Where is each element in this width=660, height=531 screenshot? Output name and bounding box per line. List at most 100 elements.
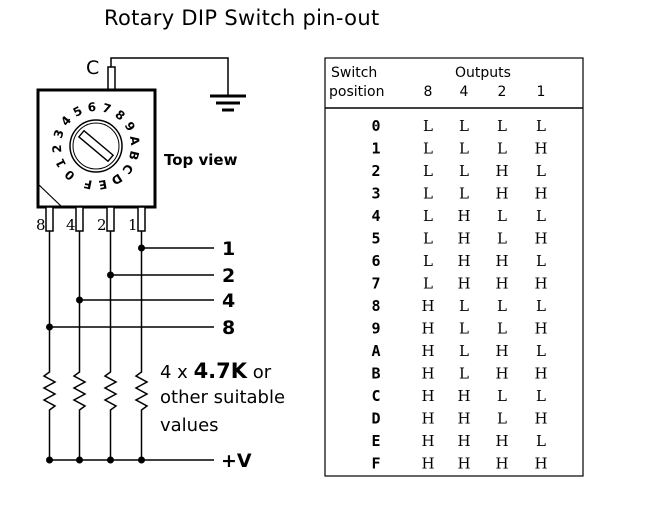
pin-label-1: 1	[128, 216, 138, 234]
table-border	[324, 57, 584, 477]
output-level-cell: L	[459, 365, 469, 383]
output-level-cell: H	[457, 207, 470, 225]
resistor-icon	[72, 368, 87, 414]
output-level-cell: H	[457, 455, 470, 473]
output-level-cell: H	[457, 275, 470, 293]
switch-corner-bevel	[37, 183, 63, 208]
top-view-label: Top view	[164, 151, 238, 169]
table-row: 3 L L H H	[371, 185, 547, 203]
output-level-cell: L	[459, 162, 469, 180]
switch-position-cell: 1	[371, 140, 380, 158]
output-level-cell: H	[457, 432, 470, 450]
switch-position-cell: 5	[371, 230, 380, 248]
dial-character: 3	[51, 128, 67, 140]
vertical-wires	[48, 231, 143, 460]
output-level-cell: L	[423, 140, 433, 158]
pin-label-2: 2	[97, 216, 107, 234]
ground-icon	[210, 94, 246, 112]
output-level-cell: H	[495, 365, 508, 383]
dial-character: E	[98, 177, 109, 192]
switch-position-cell: 3	[371, 185, 380, 203]
output-level-cell: H	[421, 455, 434, 473]
switch-position-cell: 9	[371, 320, 380, 338]
output-level-cell: H	[495, 185, 508, 203]
table-column-header: 2	[498, 84, 507, 100]
output-level-cell: L	[497, 207, 507, 225]
resistor-icon	[134, 368, 149, 414]
output-level-cell: H	[534, 230, 547, 248]
diagram-title: Rotary DIP Switch pin-out	[104, 6, 380, 30]
dial-character: 6	[87, 100, 97, 115]
output-level-cell: H	[457, 410, 470, 428]
table-column-header: 8	[424, 84, 433, 100]
output-level-cell: H	[495, 342, 508, 360]
dial-character: 7	[101, 101, 113, 117]
resistor-note-line2: other suitable	[160, 387, 285, 408]
pin-label-8: 8	[36, 216, 46, 234]
output-level-cell: L	[536, 342, 546, 360]
output-level-cell: L	[536, 207, 546, 225]
output-level-cell: L	[459, 117, 469, 135]
output-level-cell: H	[421, 365, 434, 383]
table-header-position: position	[329, 84, 384, 100]
common-pin	[107, 66, 116, 91]
output-level-cell: L	[459, 320, 469, 338]
output-level-cell: H	[457, 230, 470, 248]
output-level-cell: H	[534, 140, 547, 158]
output-level-cell: H	[534, 185, 547, 203]
output-level-cell: H	[495, 275, 508, 293]
rotary-dial	[69, 119, 123, 173]
output-level-cell: L	[536, 297, 546, 315]
output-level-cell: H	[495, 252, 508, 270]
output-level-cell: H	[534, 455, 547, 473]
switch-position-cell: 4	[371, 207, 380, 225]
output-label-1: 1	[222, 238, 235, 260]
output-level-cell: H	[534, 320, 547, 338]
output-level-cell: L	[497, 297, 507, 315]
output-level-cell: L	[459, 185, 469, 203]
output-label-2: 2	[222, 265, 235, 287]
switch-position-cell: D	[371, 410, 380, 428]
junction-dots	[46, 244, 145, 464]
output-level-cell: L	[459, 140, 469, 158]
output-level-cell: L	[423, 185, 433, 203]
output-level-cell: L	[497, 320, 507, 338]
supply-label: +V	[221, 450, 252, 472]
table-column-header: 4	[460, 84, 469, 100]
common-pin-label: C	[86, 57, 99, 79]
dial-character: A	[127, 135, 142, 147]
output-level-cell: H	[534, 365, 547, 383]
switch-position-cell: C	[371, 387, 380, 405]
output-level-cell: L	[423, 275, 433, 293]
output-level-cell: L	[536, 432, 546, 450]
output-level-cell: H	[421, 387, 434, 405]
output-level-cell: H	[495, 162, 508, 180]
resistor-note-line1: 4 x 4.7K or	[160, 359, 272, 383]
table-header-switch: Switch	[331, 65, 377, 81]
switch-position-cell: 8	[371, 297, 380, 315]
dial-character: 2	[50, 144, 65, 153]
output-level-cell: H	[421, 432, 434, 450]
output-level-cell: L	[423, 207, 433, 225]
switch-position-cell: 6	[371, 252, 380, 270]
table-row: 4 L H L L	[371, 207, 546, 225]
resistor-icon	[103, 368, 118, 414]
resistors	[42, 368, 149, 414]
switch-position-cell: 0	[371, 117, 380, 135]
output-level-cell: H	[534, 275, 547, 293]
output-level-cell: L	[536, 162, 546, 180]
output-level-cell: H	[421, 410, 434, 428]
output-level-cell: H	[457, 252, 470, 270]
